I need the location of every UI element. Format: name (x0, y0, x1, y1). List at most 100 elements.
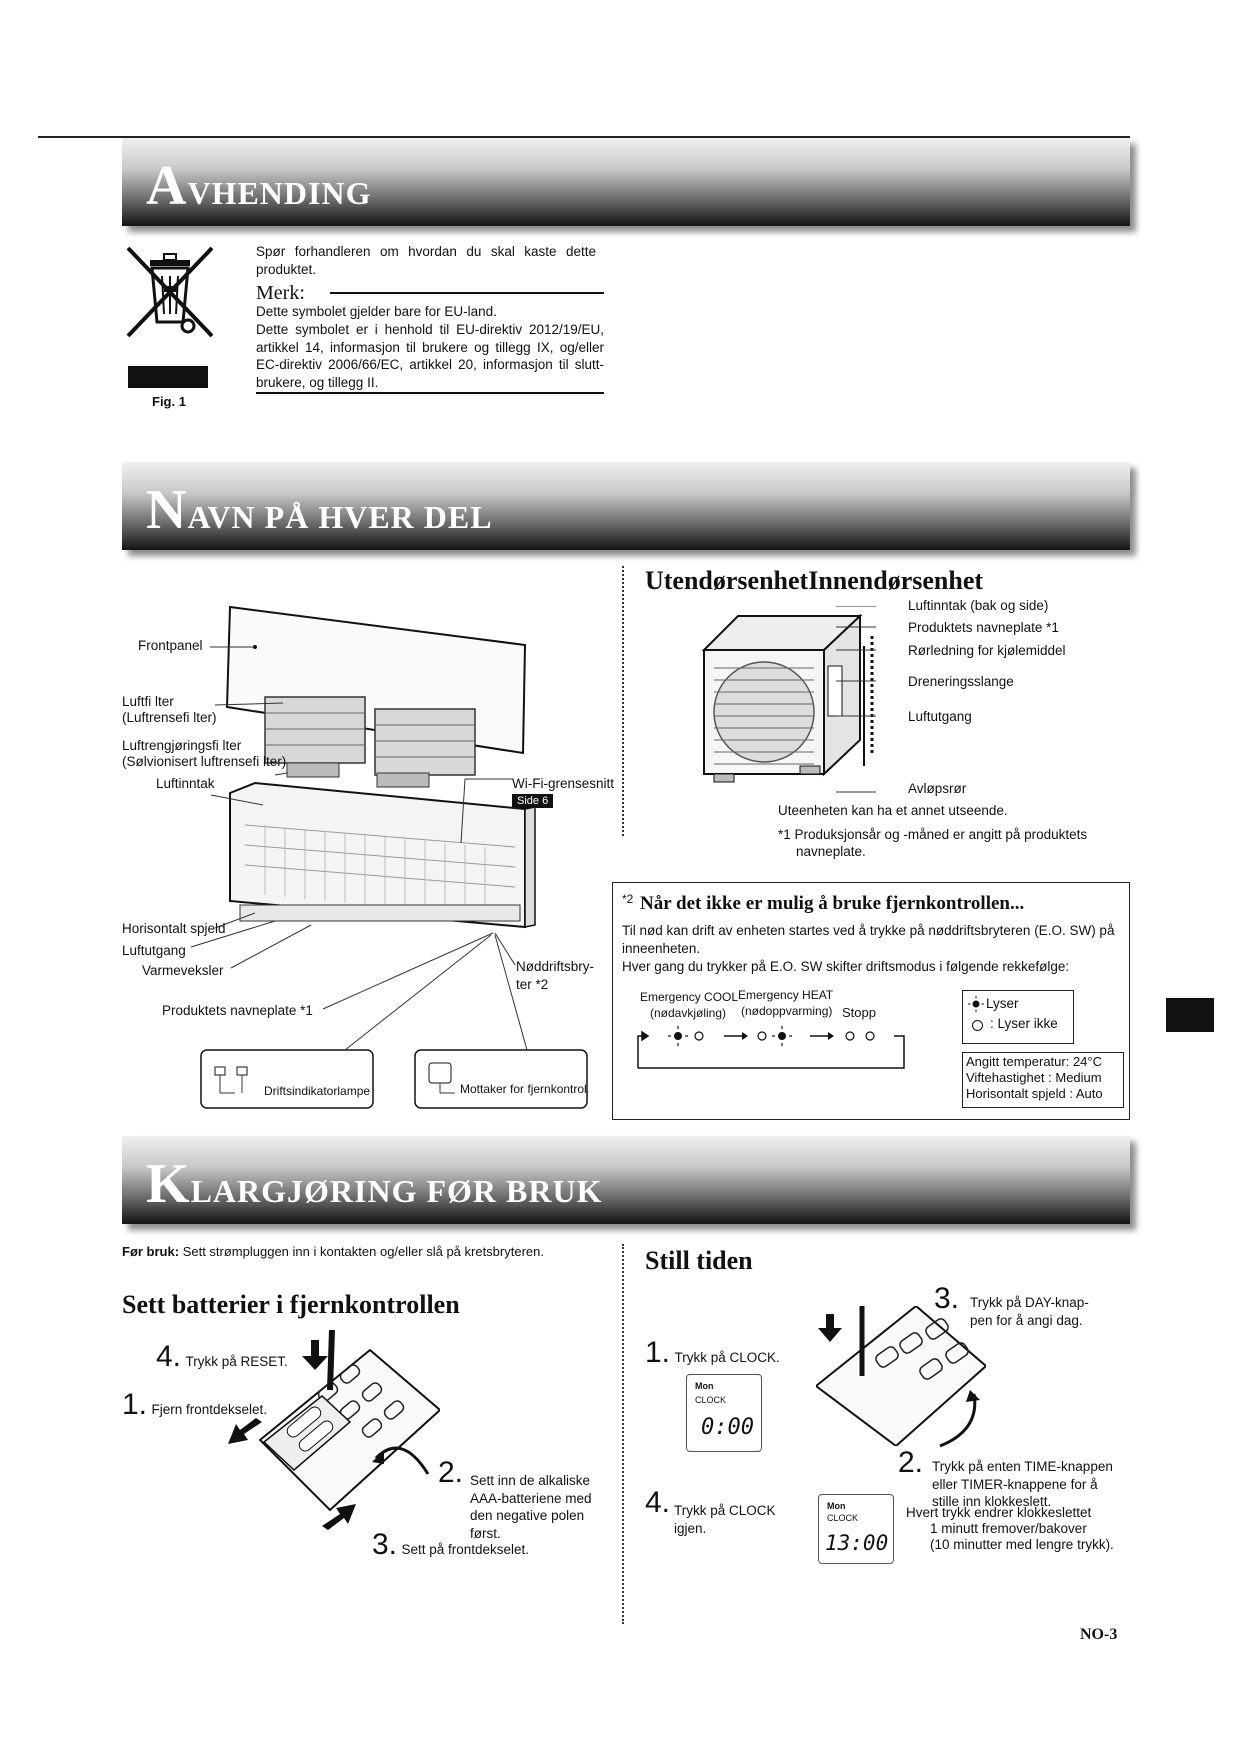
disposal-intro: Spør forhandleren om hvordan du skal kas… (256, 244, 596, 277)
curved-arrow-icon (372, 1438, 432, 1478)
light-on-icon (968, 996, 984, 1012)
column-divider-lower (622, 1244, 624, 1624)
lcd1-clock: CLOCK (695, 1395, 727, 1405)
lcd1-time: 0:00 (701, 1415, 754, 1440)
legend-box (962, 990, 1074, 1044)
setting-temp: Angitt temperatur: 24°C (966, 1054, 1102, 1069)
crossed-out-wheelie-bin-icon (120, 242, 220, 342)
mode-heat: Emergency HEAT (738, 988, 834, 1002)
section-banner-avhending: AVHENDING (122, 138, 1130, 226)
time-step-3-num: 3. (934, 1282, 960, 1315)
badge-side6: Side 6 (512, 794, 554, 808)
section-banner-navn: NAVN PÅ HVER DEL (122, 462, 1130, 550)
lcd2-time: 13:00 (825, 1531, 889, 1555)
batteries-heading: Sett batterier i fjernkontrollen (122, 1290, 460, 1319)
battery-step-2-text: Sett inn de alkaliske AAA-batteriene med… (470, 1473, 592, 1541)
lcd-display-2: Mon CLOCK 13:00 (818, 1494, 894, 1564)
section-banner-klargjoring: KLARGJØRING FØR BRUK (122, 1136, 1130, 1224)
lcd-display-1: Mon CLOCK 0:00 (686, 1374, 762, 1452)
mode-heat-sub: (nødoppvarming) (741, 1004, 833, 1018)
label-driftsindikator: Driftsindikatorlampe (264, 1084, 371, 1098)
label-noddrift-2: ter *2 (516, 977, 549, 992)
side-tab (1166, 998, 1214, 1032)
outdoor-label-luftutgang: Luftutgang (908, 709, 972, 724)
label-renfilter-sub: (Sølvionisert luftrensefi lter) (122, 754, 287, 769)
time-arrow-down-icon (818, 1314, 842, 1342)
outdoor-label-drenering: Dreneringsslange (908, 674, 1014, 689)
time-curved-arrow-icon (930, 1390, 980, 1450)
legend-off-text: : Lyser ikke (990, 1016, 1058, 1031)
fig-label: Fig. 1 (152, 394, 186, 409)
lcd2-clock: CLOCK (827, 1513, 859, 1523)
label-luftfilter: Luftfi lter (122, 694, 174, 709)
emergency-text-2: Hver gang du trykker på E.O. SW skifter … (622, 959, 1070, 974)
mode-cool-sub: (nødavkjøling) (650, 1006, 727, 1020)
time-step-2-num: 2. (898, 1446, 924, 1479)
battery-step-4: 4. Trykk på RESET. (156, 1340, 288, 1373)
light-off-icon (972, 1020, 983, 1031)
time-step-4-num: 4. (645, 1486, 671, 1519)
battery-step-3: 3. Sett på frontdekselet. (372, 1528, 530, 1561)
before-use-bold: Før bruk: (122, 1244, 180, 1259)
label-noddrift-1: Nøddriftsbry- (516, 959, 595, 974)
label-renfilter: Luftrengjøringsfi lter (122, 738, 242, 753)
emergency-box (612, 882, 1130, 1120)
settings-box (962, 1052, 1124, 1108)
label-wifi: Wi-Fi-grensesnitt (512, 776, 615, 791)
time-step-3-text: Trykk på DAY-knap-pen for å angi dag. (970, 1295, 1089, 1328)
mode-stop: Stopp (842, 1005, 876, 1020)
label-navneplate: Produktets navneplate *1 (162, 1003, 313, 1018)
setting-fan: Viftehastighet : Medium (966, 1070, 1102, 1085)
outdoor-note-2b: navneplate. (796, 844, 866, 859)
outdoor-note-1: Uteenheten kan ha et annet utseende. (778, 803, 1008, 818)
emergency-text-1: Til nød kan drift av enheten startes ved… (622, 923, 1115, 956)
outdoor-label-navneplate: Produktets navneplate *1 (908, 620, 1059, 635)
before-use: Før bruk: Sett strømpluggen inn i kontak… (122, 1244, 544, 1259)
time-note-2: 1 minutt fremover/bakover (930, 1521, 1087, 1536)
disposal-black-bar (128, 366, 208, 388)
label-luftutgang: Luftutgang (122, 943, 186, 958)
label-frontpanel: Frontpanel (138, 638, 203, 653)
legend-on-text: Lyser (986, 996, 1019, 1011)
outdoor-label-avlopsror: Avløpsrør (908, 781, 967, 796)
outdoor-label-rorledning: Rørledning for kjølemiddel (908, 643, 1066, 658)
note-line-2: Dette symbolet er i henhold til EU-direk… (256, 322, 604, 390)
lcd1-day: Mon (695, 1381, 714, 1391)
section-title-navn: NAVN PÅ HVER DEL (146, 479, 493, 541)
label-mottaker: Mottaker for fjernkontrol (460, 1082, 587, 1096)
label-horisontalt: Horisontalt spjeld (122, 921, 226, 936)
outdoor-leaders (836, 606, 878, 800)
section-title-avhending: AVHENDING (146, 155, 372, 217)
outdoor-heading: UtendørsenhetInnendørsenhet (645, 566, 984, 595)
outdoor-unit-illustration (700, 606, 915, 786)
time-step-1: 1. Trykk på CLOCK. (645, 1336, 780, 1369)
label-luftinntak: Luftinntak (156, 776, 215, 791)
outdoor-label-luftinntak: Luftinntak (bak og side) (908, 598, 1049, 613)
column-divider-upper (622, 566, 624, 836)
before-use-text: Sett strømpluggen inn i kontakten og/ell… (182, 1244, 544, 1259)
page-number: NO-3 (1080, 1626, 1118, 1643)
emergency-heading: Når det ikke er mulig å bruke fjernkontr… (640, 893, 1025, 914)
arrow-down-icon (302, 1340, 328, 1370)
time-step-2-text: Trykk på enten TIME-knappen eller TIMER-… (932, 1459, 1113, 1509)
battery-step-2-num: 2. (438, 1456, 464, 1489)
mode-sequence-diagram (632, 1024, 912, 1074)
note-top-rule (330, 292, 604, 294)
arrow-right-up-icon (322, 1504, 356, 1530)
setting-vane: Horisontalt spjeld : Auto (966, 1086, 1103, 1101)
label-luftfilter-sub: (Luftrensefi lter) (122, 710, 217, 725)
mode-cool: Emergency COOL (640, 990, 739, 1004)
lcd2-day: Mon (827, 1501, 846, 1511)
note-heading: Merk: (256, 282, 305, 304)
time-note-1: Hvert trykk endrer klokkeslettet (906, 1505, 1092, 1520)
time-heading: Still tiden (645, 1246, 753, 1275)
section-title-klargjoring: KLARGJØRING FØR BRUK (146, 1153, 603, 1215)
battery-step-1: 1. Fjern frontdekselet. (122, 1388, 268, 1421)
note-bottom-rule (256, 392, 604, 394)
emergency-sup: *2 (622, 892, 634, 906)
arrow-left-down-icon (228, 1418, 262, 1444)
top-rule (38, 136, 1130, 138)
indoor-unit-illustration (115, 595, 615, 1115)
note-line-1: Dette symbolet gjelder bare for EU-land. (256, 304, 497, 319)
outdoor-note-2a: *1 Produksjonsår og -måned er angitt på … (778, 827, 1088, 842)
